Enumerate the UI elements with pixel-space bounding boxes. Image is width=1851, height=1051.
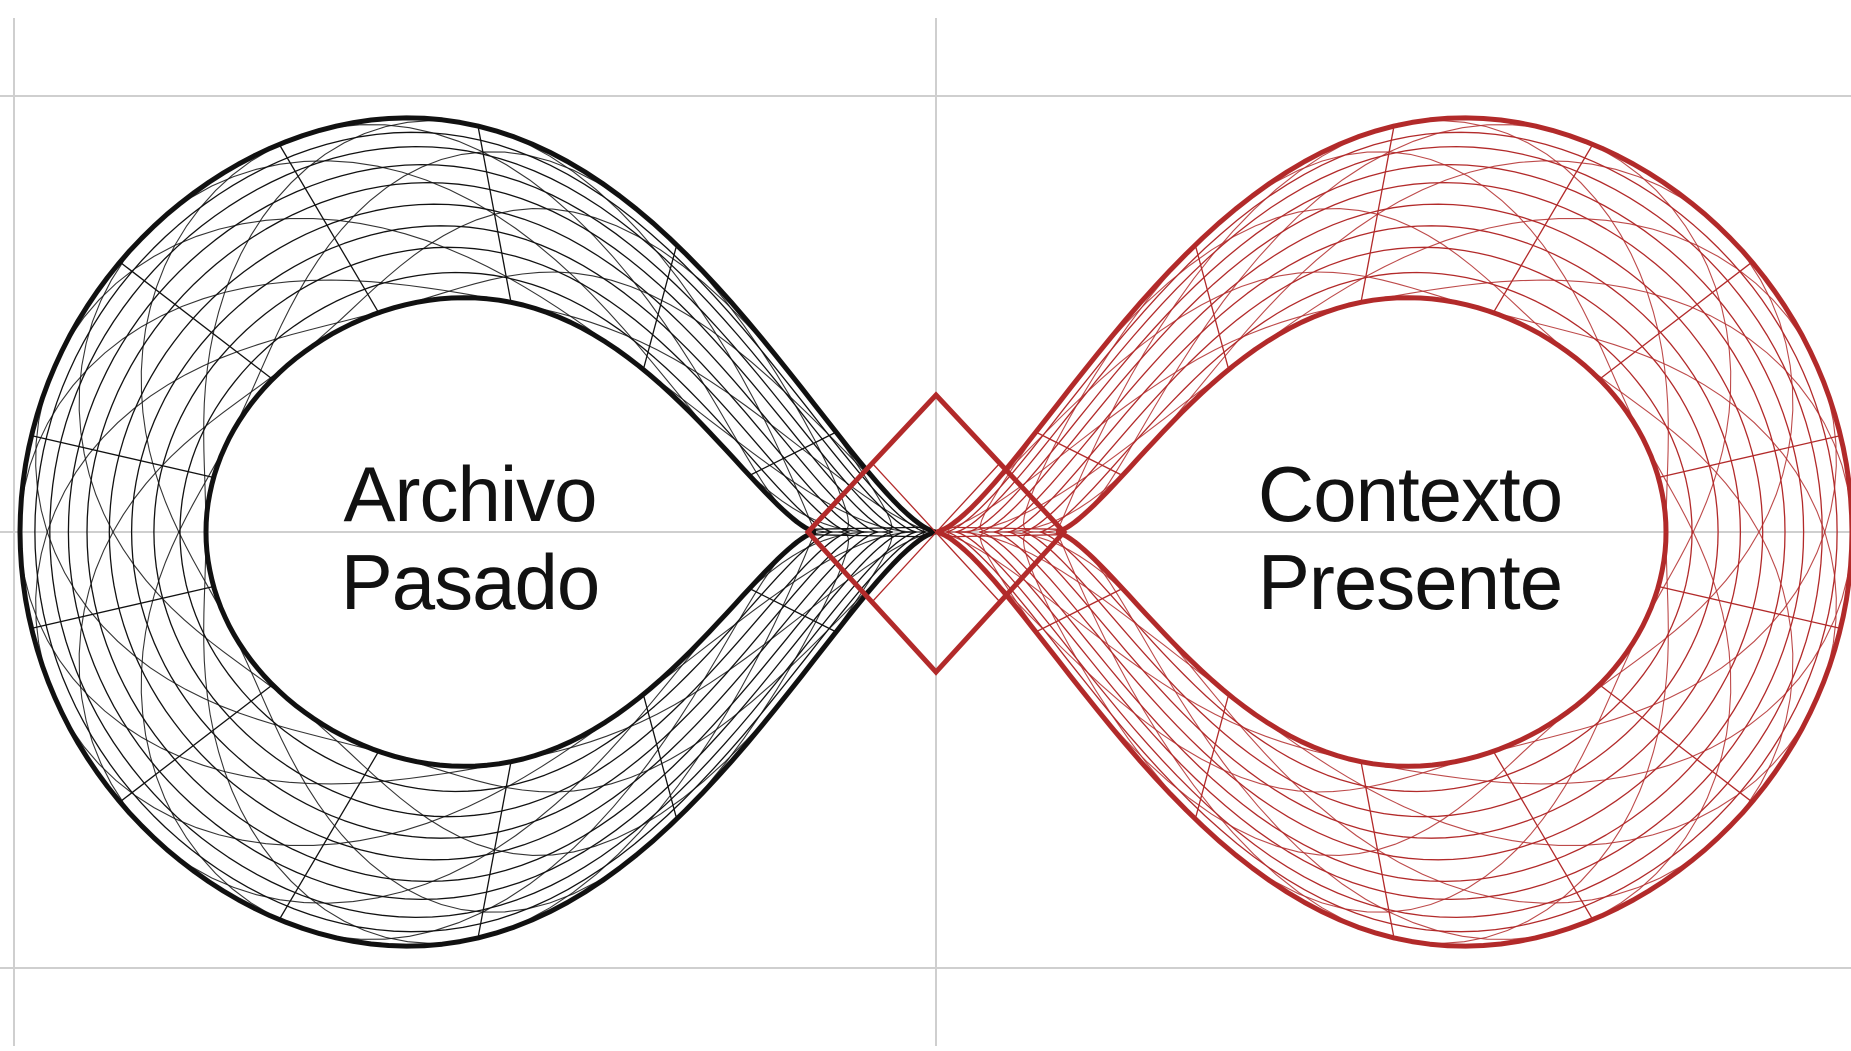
right-rib-line (1599, 262, 1752, 379)
left-rib-line (279, 144, 378, 312)
right-loop-label-line1: Contexto (1195, 450, 1625, 538)
left-loop-label: Archivo Pasado (270, 450, 670, 626)
right-rib-line (1599, 685, 1752, 802)
right-rib-line (1493, 144, 1592, 312)
left-rib-line (120, 262, 273, 379)
right-rib-line (1493, 751, 1592, 919)
right-loop-label-line2: Presente (1195, 538, 1625, 626)
left-loop-label-line2: Pasado (270, 538, 670, 626)
left-rib-line (279, 751, 378, 919)
right-loop-label: Contexto Presente (1195, 450, 1625, 626)
left-loop-label-line1: Archivo (270, 450, 670, 538)
left-rib-line (120, 685, 273, 802)
